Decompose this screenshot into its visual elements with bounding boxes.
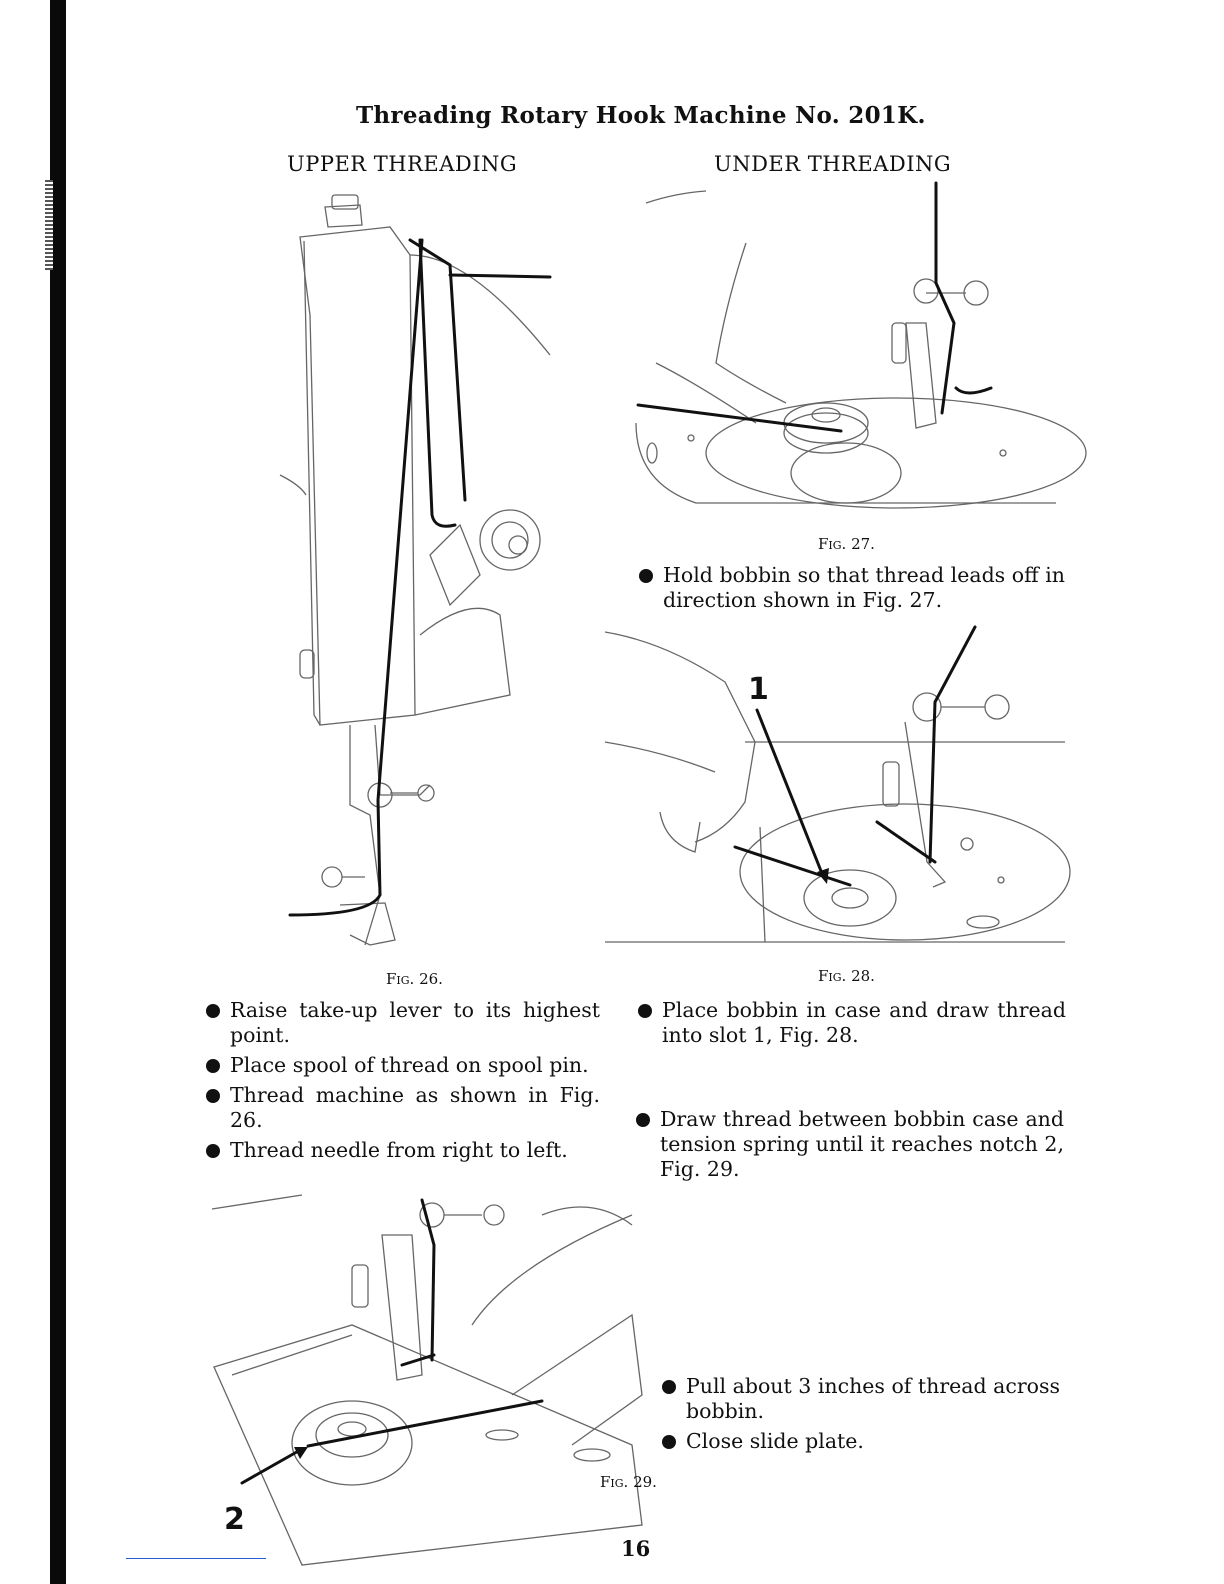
- bullet-icon: [206, 1144, 220, 1158]
- fig27-caption: Fig. 27.: [818, 535, 875, 553]
- scan-artifact: [45, 180, 53, 270]
- upper-instructions-list: Raise take-up lever to its highest point…: [230, 998, 600, 1163]
- bullet-icon: [638, 1004, 652, 1018]
- fig29-slide-plate-illustration: [212, 1195, 642, 1565]
- fig28-caption: Fig. 28.: [818, 967, 875, 985]
- instruction-item: Raise take-up lever to its highest point…: [230, 998, 600, 1048]
- fig28-instruction-text: Place bobbin in case and draw thread int…: [662, 998, 1066, 1047]
- instruction-text: Pull about 3 inches of thread across bob…: [686, 1374, 1060, 1423]
- fig29-caption: Fig. 29.: [600, 1473, 657, 1491]
- bullet-icon: [206, 1059, 220, 1073]
- fig29-instruction-text: Draw thread between bobbin case and tens…: [660, 1107, 1064, 1181]
- instruction-item: Thread machine as shown in Fig. 26.: [230, 1083, 600, 1133]
- instruction-text: Close slide plate.: [686, 1429, 864, 1453]
- instruction-item: Pull about 3 inches of thread across bob…: [686, 1374, 1066, 1424]
- bullet-icon: [639, 569, 653, 583]
- fig28-instruction: Place bobbin in case and draw thread int…: [662, 998, 1066, 1048]
- bullet-icon: [662, 1380, 676, 1394]
- bullet-icon: [662, 1435, 676, 1449]
- bullet-icon: [206, 1089, 220, 1103]
- label-notch-2: 2: [224, 1502, 245, 1537]
- fig28-bobbin-case-illustration: [605, 622, 1075, 952]
- fig27-bobbin-hand-illustration: [636, 183, 1086, 523]
- instruction-text: Thread needle from right to left.: [230, 1138, 568, 1162]
- instruction-item: Close slide plate.: [686, 1429, 1066, 1454]
- fig26-caption: Fig. 26.: [386, 970, 443, 988]
- fig27-instruction-text: Hold bobbin so that thread leads off in …: [663, 563, 1065, 612]
- instruction-text: Raise take-up lever to its highest point…: [230, 998, 600, 1047]
- fig26-machine-head-illustration: [270, 195, 570, 965]
- bullet-icon: [636, 1113, 650, 1127]
- bullet-icon: [206, 1004, 220, 1018]
- label-slot-1: 1: [748, 672, 769, 707]
- instruction-text: Place spool of thread on spool pin.: [230, 1053, 589, 1077]
- final-instructions-list: Pull about 3 inches of thread across bob…: [686, 1374, 1066, 1454]
- fig29-instruction: Draw thread between bobbin case and tens…: [660, 1107, 1064, 1182]
- under-threading-heading: UNDER THREADING: [714, 152, 951, 176]
- instruction-text: Thread machine as shown in Fig. 26.: [230, 1083, 600, 1132]
- page-title: Threading Rotary Hook Machine No. 201K.: [356, 102, 926, 129]
- page-number: 16: [621, 1536, 650, 1561]
- fig27-instruction: Hold bobbin so that thread leads off in …: [663, 563, 1065, 613]
- footer-rule: [126, 1558, 266, 1559]
- upper-threading-heading: UPPER THREADING: [287, 152, 517, 176]
- instruction-item: Place spool of thread on spool pin.: [230, 1053, 600, 1078]
- instruction-item: Thread needle from right to left.: [230, 1138, 600, 1163]
